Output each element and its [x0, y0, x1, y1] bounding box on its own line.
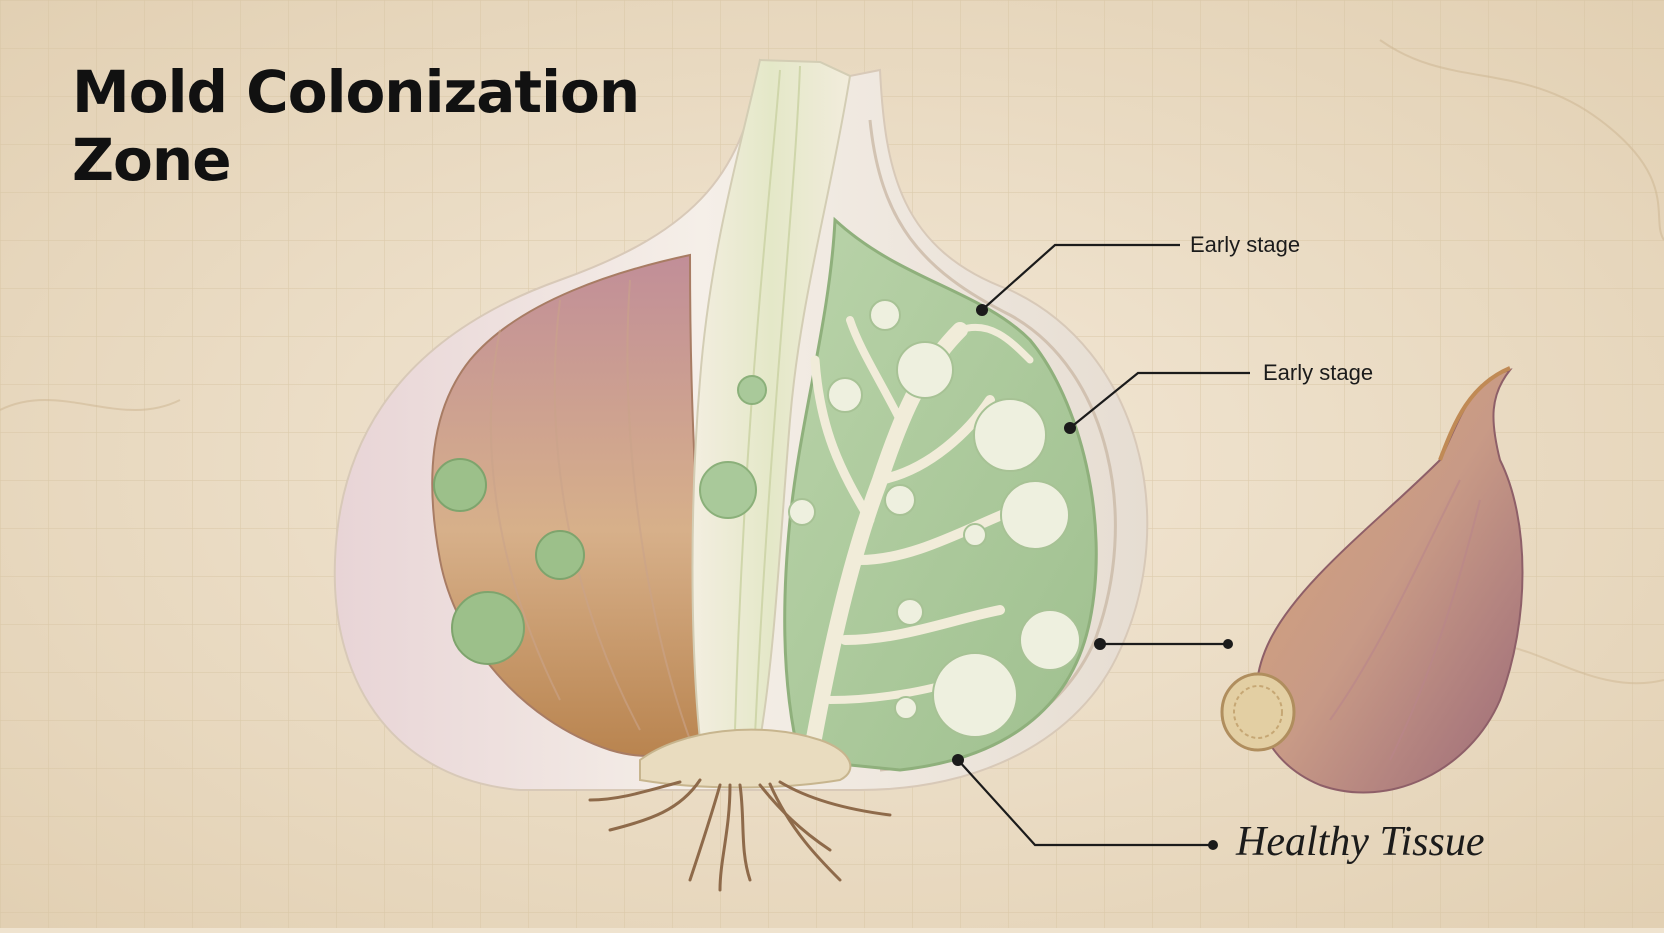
spore-cluster: [973, 398, 1047, 472]
spore-bead: [884, 484, 916, 516]
spore-cluster: [1019, 609, 1081, 671]
spore-bead: [827, 377, 863, 413]
callout-dot: [976, 304, 988, 316]
spore-bead: [869, 299, 901, 331]
parchment-vein: [1379, 39, 1664, 241]
spore-cluster: [535, 530, 585, 580]
spore-cluster: [932, 652, 1018, 738]
spore-cluster: [451, 591, 525, 665]
side-clove: [1255, 368, 1524, 794]
leader-healthy-tissue: [957, 759, 1213, 847]
callout-dot: [952, 754, 964, 766]
spore-cluster: [896, 341, 954, 399]
spore-cluster: [1000, 480, 1070, 550]
spore-bead: [896, 598, 924, 626]
callout-label-healthy-tissue: Healthy Tissue: [1236, 819, 1485, 865]
spore-bead: [894, 696, 918, 720]
spore-cluster: [737, 375, 767, 405]
root-plate: [639, 728, 852, 789]
callout-label-early-stage-1: Early stage: [1190, 232, 1301, 257]
callout-dots: [952, 304, 1233, 850]
diagram-title-line1: Mold Colonization: [72, 58, 640, 126]
spore-bead: [963, 523, 987, 547]
stem-fiber: [754, 65, 801, 736]
side-clove-ridge: [1329, 479, 1461, 721]
side-clove-tip: [1438, 366, 1511, 461]
diagram-title-line2: Zone: [72, 126, 232, 194]
spore-cluster: [433, 458, 487, 512]
clove-left-ridge: [553, 299, 641, 731]
callout-dot: [1064, 422, 1076, 434]
diagram-title: Mold Colonization Zone: [72, 58, 640, 194]
clove-left-ridge: [626, 279, 691, 741]
roots: [588, 778, 892, 892]
callout-dot: [1094, 638, 1106, 650]
leader-early-stage-2: [1069, 371, 1250, 429]
clove-left-ridge: [489, 329, 561, 701]
callout-dot: [1208, 840, 1218, 850]
leader-early-stage-1: [981, 243, 1180, 311]
spore-bead: [788, 498, 816, 526]
side-clove-base: [1220, 672, 1296, 752]
callout-dot: [1223, 639, 1233, 649]
spore-cluster: [699, 461, 757, 519]
callout-leaders: [957, 243, 1250, 847]
side-clove-base-texture: [1233, 685, 1283, 739]
parchment-vein: [0, 399, 181, 411]
stem-fiber: [734, 69, 781, 731]
callout-label-early-stage-2: Early stage: [1263, 360, 1374, 385]
spore-clusters: [433, 299, 1081, 738]
side-clove-ridge: [1389, 499, 1481, 761]
